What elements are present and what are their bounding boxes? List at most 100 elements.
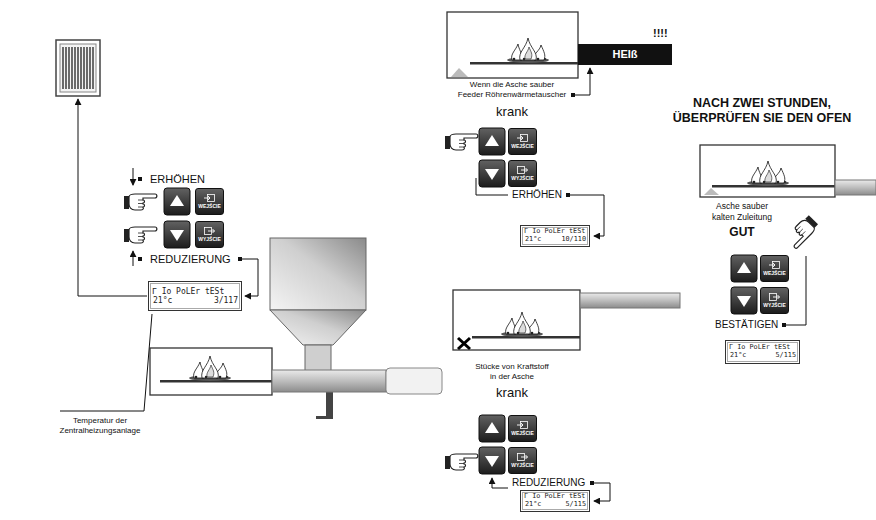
warning-marks: !!!! [653, 28, 668, 39]
exit-button: WYJŚCIE [760, 287, 789, 314]
radiator-icon [60, 44, 96, 92]
exit-button: WYJŚCIE [195, 221, 224, 248]
exit-button: WYJŚCIE [508, 447, 537, 474]
button-caption: WYJŚCIE [511, 176, 534, 181]
marker-square [566, 193, 570, 197]
furnace-hot-feeder [447, 12, 578, 78]
status-label: GUT [712, 225, 772, 239]
lcd-value: 21°c [153, 296, 172, 305]
lcd-value-row: 21°c 5/115 [729, 352, 796, 360]
button-icon [769, 263, 775, 267]
enter-button: WEJŚCIE [760, 255, 789, 282]
furnace-hot-feeder [507, 38, 549, 63]
button-caption: WEJŚCIE [511, 431, 534, 436]
button-caption: WEJŚCIE [763, 271, 786, 276]
radiator-icon [56, 40, 100, 96]
furnace-hot-feeder [447, 12, 578, 78]
arrow-buttons [164, 128, 757, 474]
button-icon [517, 166, 528, 174]
lcd-value-row: 21°c10/110 [524, 236, 586, 244]
hopper-feeder [270, 238, 366, 310]
hopper-feeder [150, 238, 442, 419]
button-icon [204, 227, 215, 235]
button-icon [204, 196, 210, 200]
decrease-label: REDUZIERUNG [150, 254, 231, 265]
furnace-fuel-in-ash [453, 290, 680, 350]
button-icon [517, 421, 528, 429]
button-icon [517, 134, 528, 142]
furnace-fuel-in-ash [580, 293, 680, 308]
button-icon [521, 168, 528, 172]
button-icon [769, 293, 780, 301]
confirm-label: BESTÄTIGEN [715, 320, 778, 330]
furnace-fuel-in-ash [453, 290, 580, 350]
button-caption: WEJŚCIE [511, 144, 534, 149]
button-icon [204, 194, 215, 202]
hopper-feeder [150, 348, 272, 395]
status-label: krank [472, 385, 552, 401]
temperature-note: Temperatur der Zentralheizungsanlage [50, 416, 150, 436]
hopper-feeder [189, 356, 231, 381]
condition-note: Wenn die Asche sauber Feeder Röhrenwärme… [457, 80, 567, 100]
pointing-hand [785, 214, 820, 249]
leader-line [476, 178, 508, 195]
leader-line [133, 251, 134, 266]
lcd-title: Γ Io PoLEr tESt [524, 493, 586, 501]
button-caption: WYJŚCIE [763, 303, 786, 308]
arrow-buttons [479, 160, 505, 187]
pointing-hand [445, 134, 478, 150]
leader-line [575, 68, 590, 95]
leader-line [242, 259, 258, 296]
condition-note: Stücke von Kraftstoff in der Asche [472, 362, 552, 382]
lcd-display: Γ Io PoLEr tESt21°c3/117 [148, 281, 242, 311]
step-heading: NACH ZWEI STUNDEN, ÜBERPRÜFEN SIE DEN OF… [657, 96, 867, 126]
furnace-good [700, 145, 876, 197]
leader-line [78, 99, 147, 296]
lcd-display: Γ Io PoLEr tESt21°c 5/115 [725, 340, 800, 364]
button-icon [521, 455, 528, 459]
leader-line [60, 314, 152, 411]
condition-note: Asche sauber kalten Zuleitung [705, 201, 779, 222]
enter-button: WEJŚCIE [508, 128, 537, 155]
lcd-title: Γ Io PoLEr tESt [152, 287, 238, 296]
increase-label: ERHÖHEN [150, 174, 205, 185]
arrow-buttons [479, 128, 505, 155]
lcd-value: 5/115 [566, 501, 586, 509]
button-caption: WYJŚCIE [511, 463, 534, 468]
furnace-fuel-in-ash [458, 338, 470, 349]
lcd-value: 5/115 [776, 352, 796, 360]
arrow-buttons [164, 221, 190, 248]
furnace-fuel-in-ash [501, 312, 543, 337]
lcd-value-row: 21°c3/117 [152, 296, 238, 305]
arrow-buttons [731, 287, 757, 314]
lcd-value-row: 21°c 5/115 [524, 501, 586, 509]
marker-square [238, 257, 242, 261]
button-caption: WYJŚCIE [198, 237, 221, 242]
lcd-value: 21°c [525, 501, 541, 509]
pointing-hand [124, 134, 819, 470]
status-label: krank [472, 104, 552, 120]
arrow-buttons [731, 255, 757, 282]
pointing-hand [124, 194, 157, 210]
arrow-buttons [479, 447, 505, 474]
marker-square [782, 323, 786, 327]
hopper-feeder [272, 370, 386, 392]
button-icon [769, 261, 780, 269]
button-icon [773, 295, 780, 299]
pointing-hand [124, 227, 157, 243]
pointing-hand [445, 454, 478, 470]
decrease-label: REDUZIERUNG [512, 478, 585, 488]
furnace-hot-feeder [451, 68, 468, 77]
hopper-feeder [316, 416, 333, 419]
lcd-title: Γ Io PoLEr tESt [729, 344, 796, 352]
button-caption: WEJŚCIE [198, 204, 221, 209]
hot-warning-box: HEIß [578, 44, 672, 65]
hopper-feeder [386, 368, 442, 394]
lcd-value: 21°c [730, 352, 746, 360]
radiator-icon [56, 40, 100, 96]
lcd-title: Γ Io PoLEr tESt [524, 228, 586, 236]
arrow-buttons [479, 415, 505, 442]
leader-line [492, 478, 508, 488]
enter-button: WEJŚCIE [195, 188, 224, 215]
